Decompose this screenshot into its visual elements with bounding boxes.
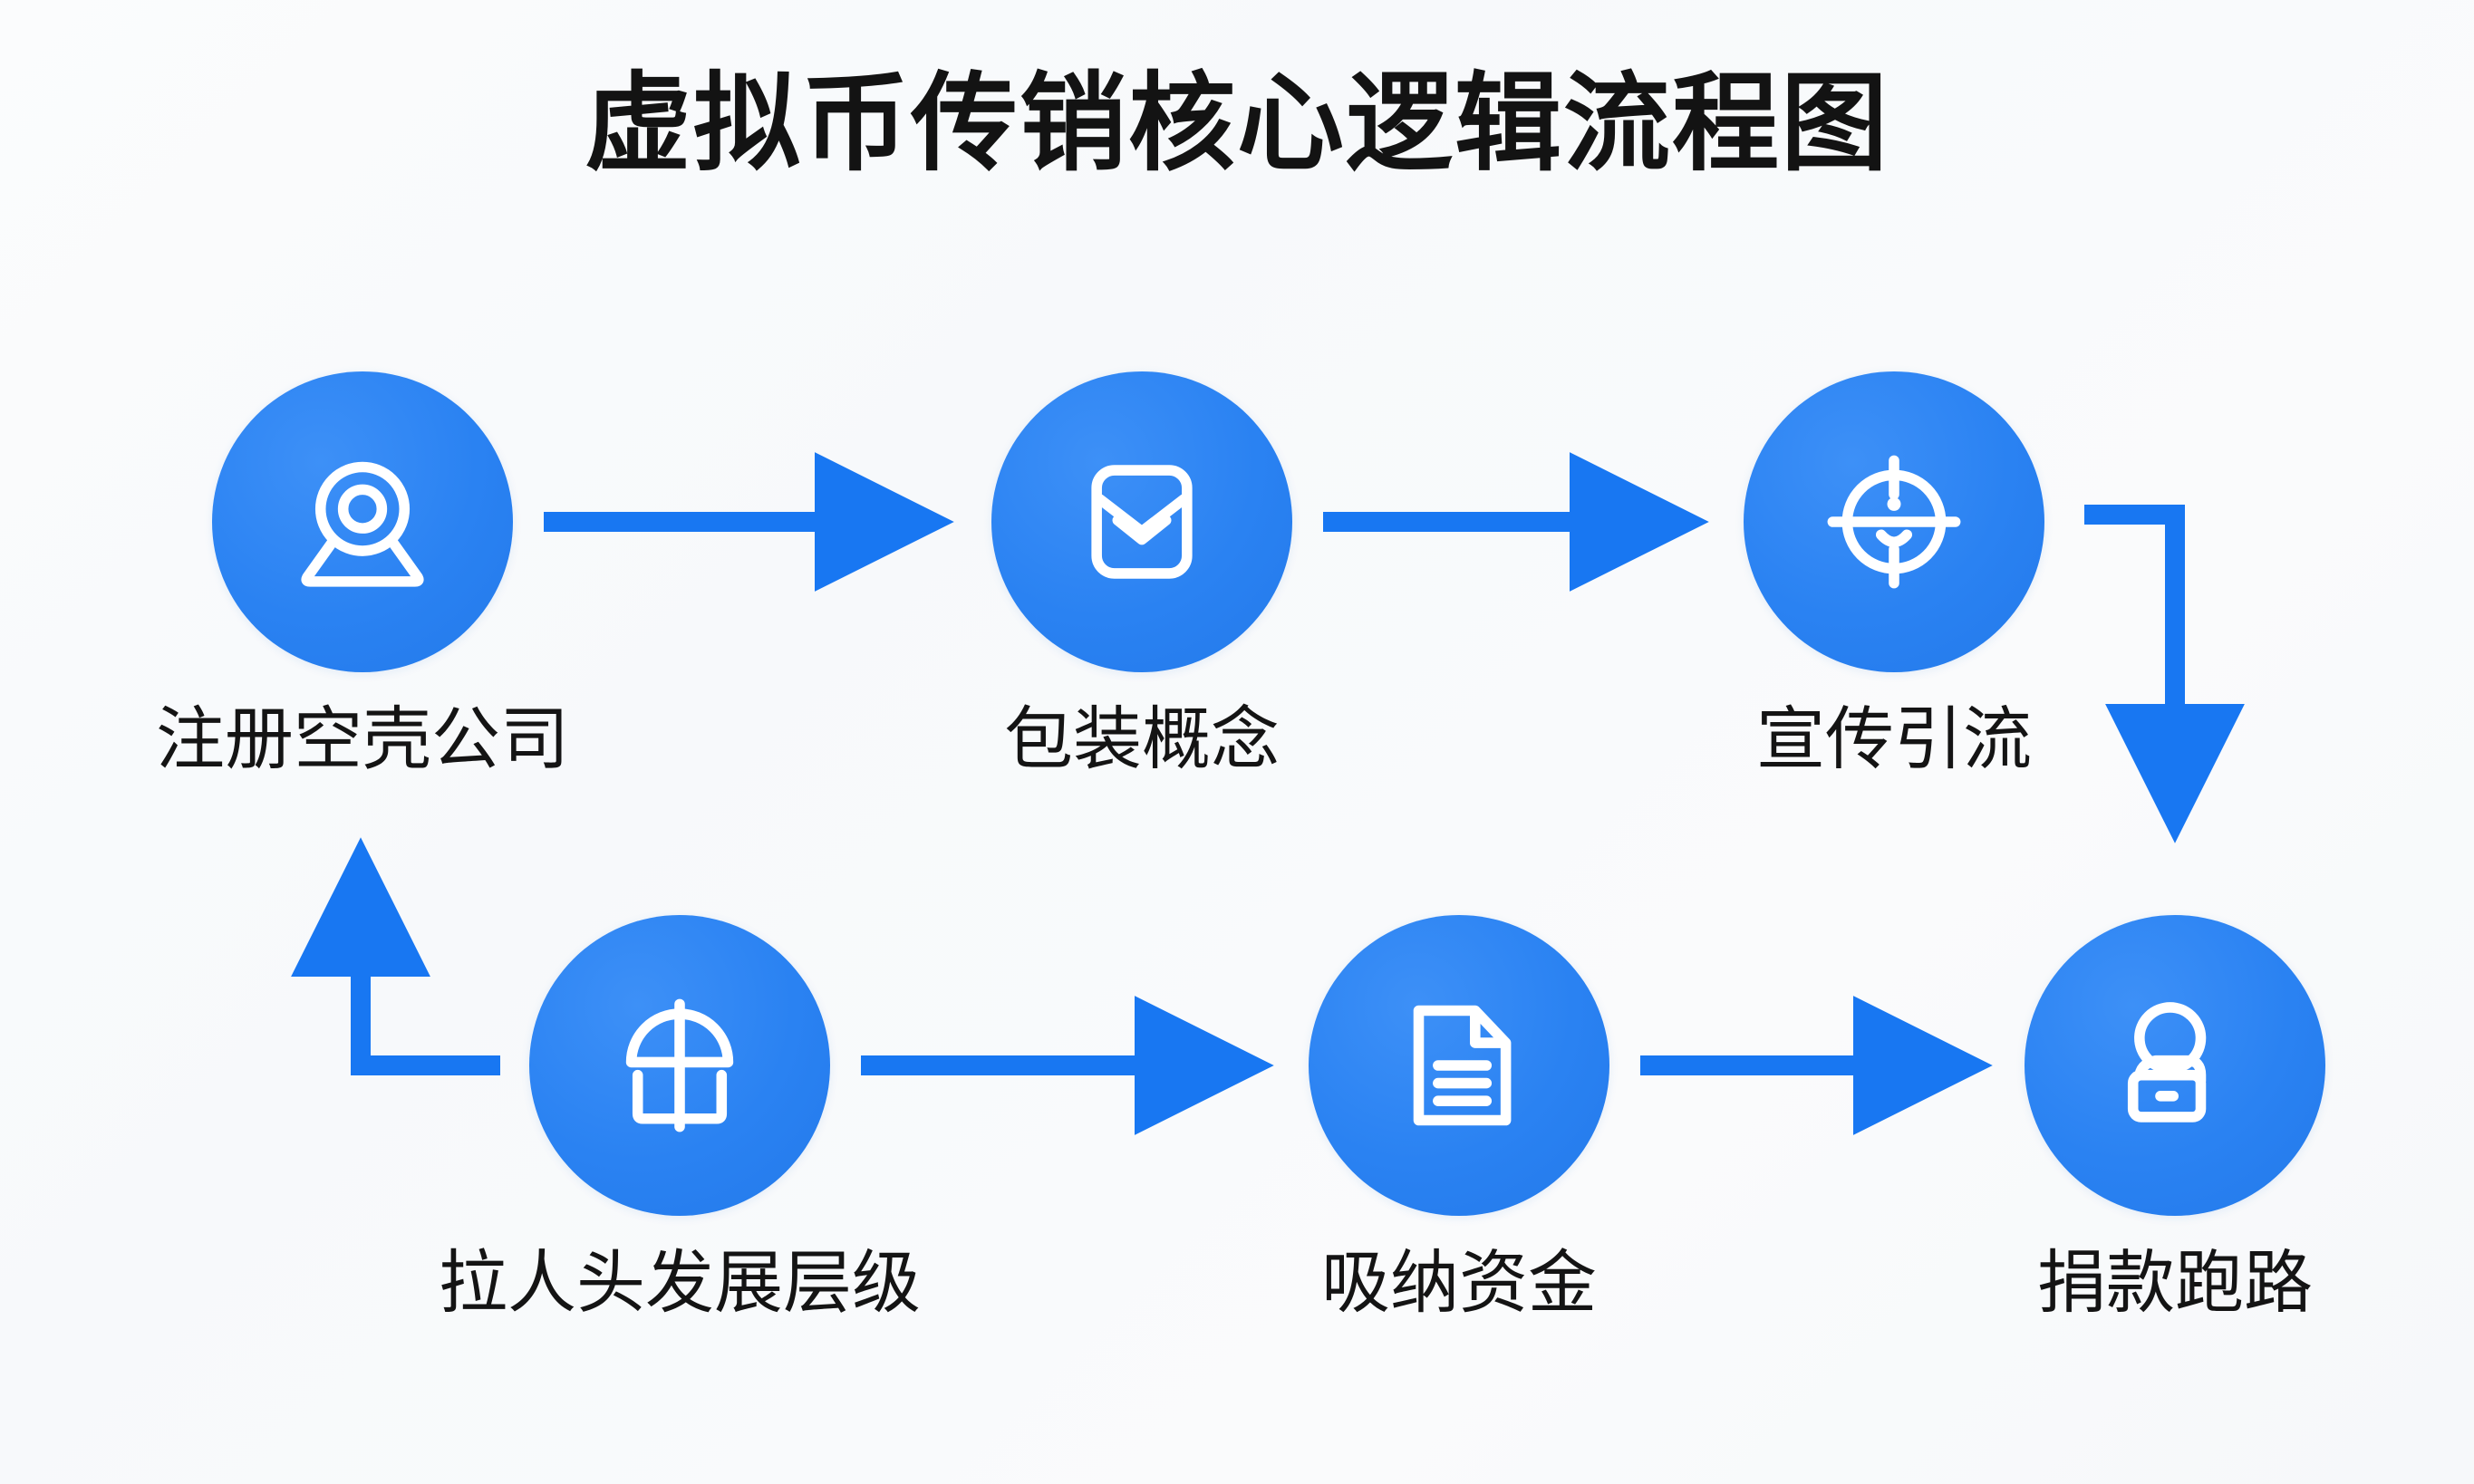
envelope-icon	[1091, 465, 1193, 579]
node-package-concept[interactable]: 包装概念	[988, 371, 1296, 777]
page-title: 虚拟币传销核心逻辑流程图	[584, 64, 1889, 184]
node-recruit-circle[interactable]	[529, 915, 830, 1216]
node-absorb-funds[interactable]: 吸纳资金	[1305, 915, 1613, 1321]
node-promotion-circle[interactable]	[1744, 371, 2044, 672]
node-abscond-circle[interactable]	[2025, 915, 2325, 1216]
node-shell-company-label: 注册空壳公司	[156, 701, 569, 778]
umbrella-network-icon	[625, 998, 734, 1132]
node-package-concept-label: 包装概念	[1004, 701, 1280, 778]
node-absorb-funds-label: 吸纳资金	[1321, 1245, 1597, 1322]
webcam-person-icon	[301, 461, 424, 587]
node-abscond-label: 捐款跑路	[2037, 1245, 2313, 1322]
node-abscond[interactable]: 捐款跑路	[2021, 915, 2329, 1321]
node-promotion[interactable]: 宣传引流	[1740, 371, 2048, 777]
node-recruit-label: 拉人头发展层级	[439, 1245, 921, 1322]
crosshair-target-icon	[1827, 455, 1961, 589]
node-promotion-label: 宣传引流	[1756, 701, 2032, 778]
node-package-concept-circle[interactable]	[991, 371, 1292, 672]
node-shell-company-circle[interactable]	[212, 371, 513, 672]
document-lines-icon	[1413, 1005, 1512, 1126]
node-shell-company[interactable]: 注册空壳公司	[156, 371, 569, 777]
edge-recruit-to-shell-company	[291, 837, 500, 1075]
node-absorb-funds-circle[interactable]	[1309, 915, 1609, 1216]
person-safe-icon	[2127, 1002, 2207, 1123]
node-recruit[interactable]: 拉人头发展层级	[439, 915, 921, 1321]
edge-promotion-to-abscond	[2084, 505, 2245, 843]
